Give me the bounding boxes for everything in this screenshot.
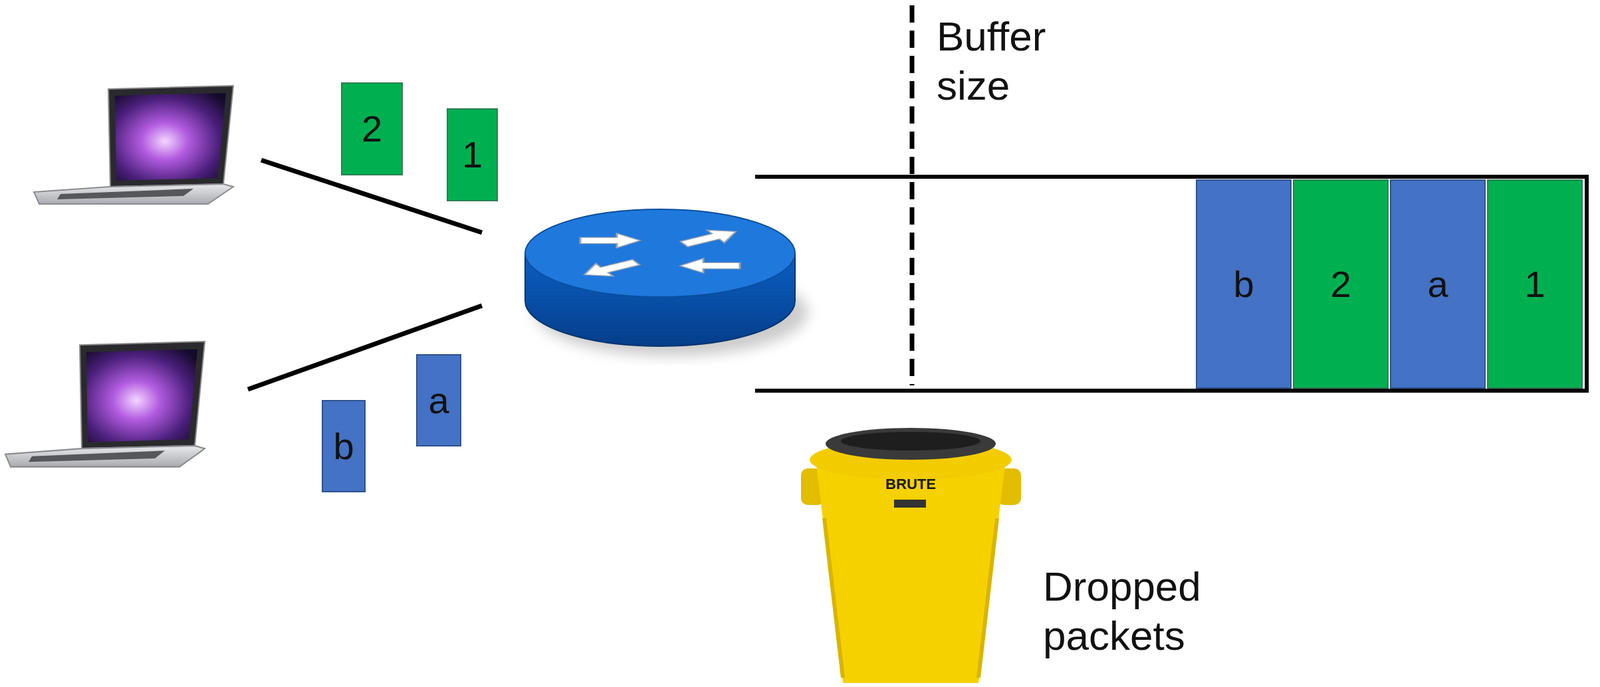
packet-label: 1 bbox=[1524, 263, 1545, 306]
packet-label: 1 bbox=[461, 134, 483, 176]
packet-box: 2 bbox=[1292, 179, 1389, 389]
packet-box: a bbox=[416, 354, 462, 447]
packet-box: 1 bbox=[1486, 179, 1583, 389]
laptop-icon bbox=[33, 85, 234, 205]
packet-box: b bbox=[321, 400, 366, 493]
brand-mark: BRUTE bbox=[876, 475, 946, 494]
packet-box: 2 bbox=[341, 82, 403, 176]
packet-label: 2 bbox=[361, 108, 383, 150]
buffer-queue bbox=[755, 174, 1589, 393]
caption-label: Buffer size bbox=[936, 11, 1090, 112]
packet-box: 1 bbox=[446, 108, 498, 202]
packet-label: 2 bbox=[1330, 263, 1351, 306]
packet-label: a bbox=[428, 380, 449, 422]
packet-label: b bbox=[1233, 263, 1254, 306]
trash-can-icon bbox=[800, 428, 1022, 684]
packet-box: a bbox=[1389, 179, 1486, 389]
router-icon bbox=[525, 209, 808, 357]
packet-box: b bbox=[1195, 179, 1292, 389]
buffer-limit-line bbox=[910, 5, 915, 386]
caption-label: Dropped packets bbox=[1042, 562, 1243, 662]
laptop-icon bbox=[5, 341, 205, 468]
packet-label: a bbox=[1427, 263, 1448, 306]
packet-label: b bbox=[333, 426, 354, 468]
